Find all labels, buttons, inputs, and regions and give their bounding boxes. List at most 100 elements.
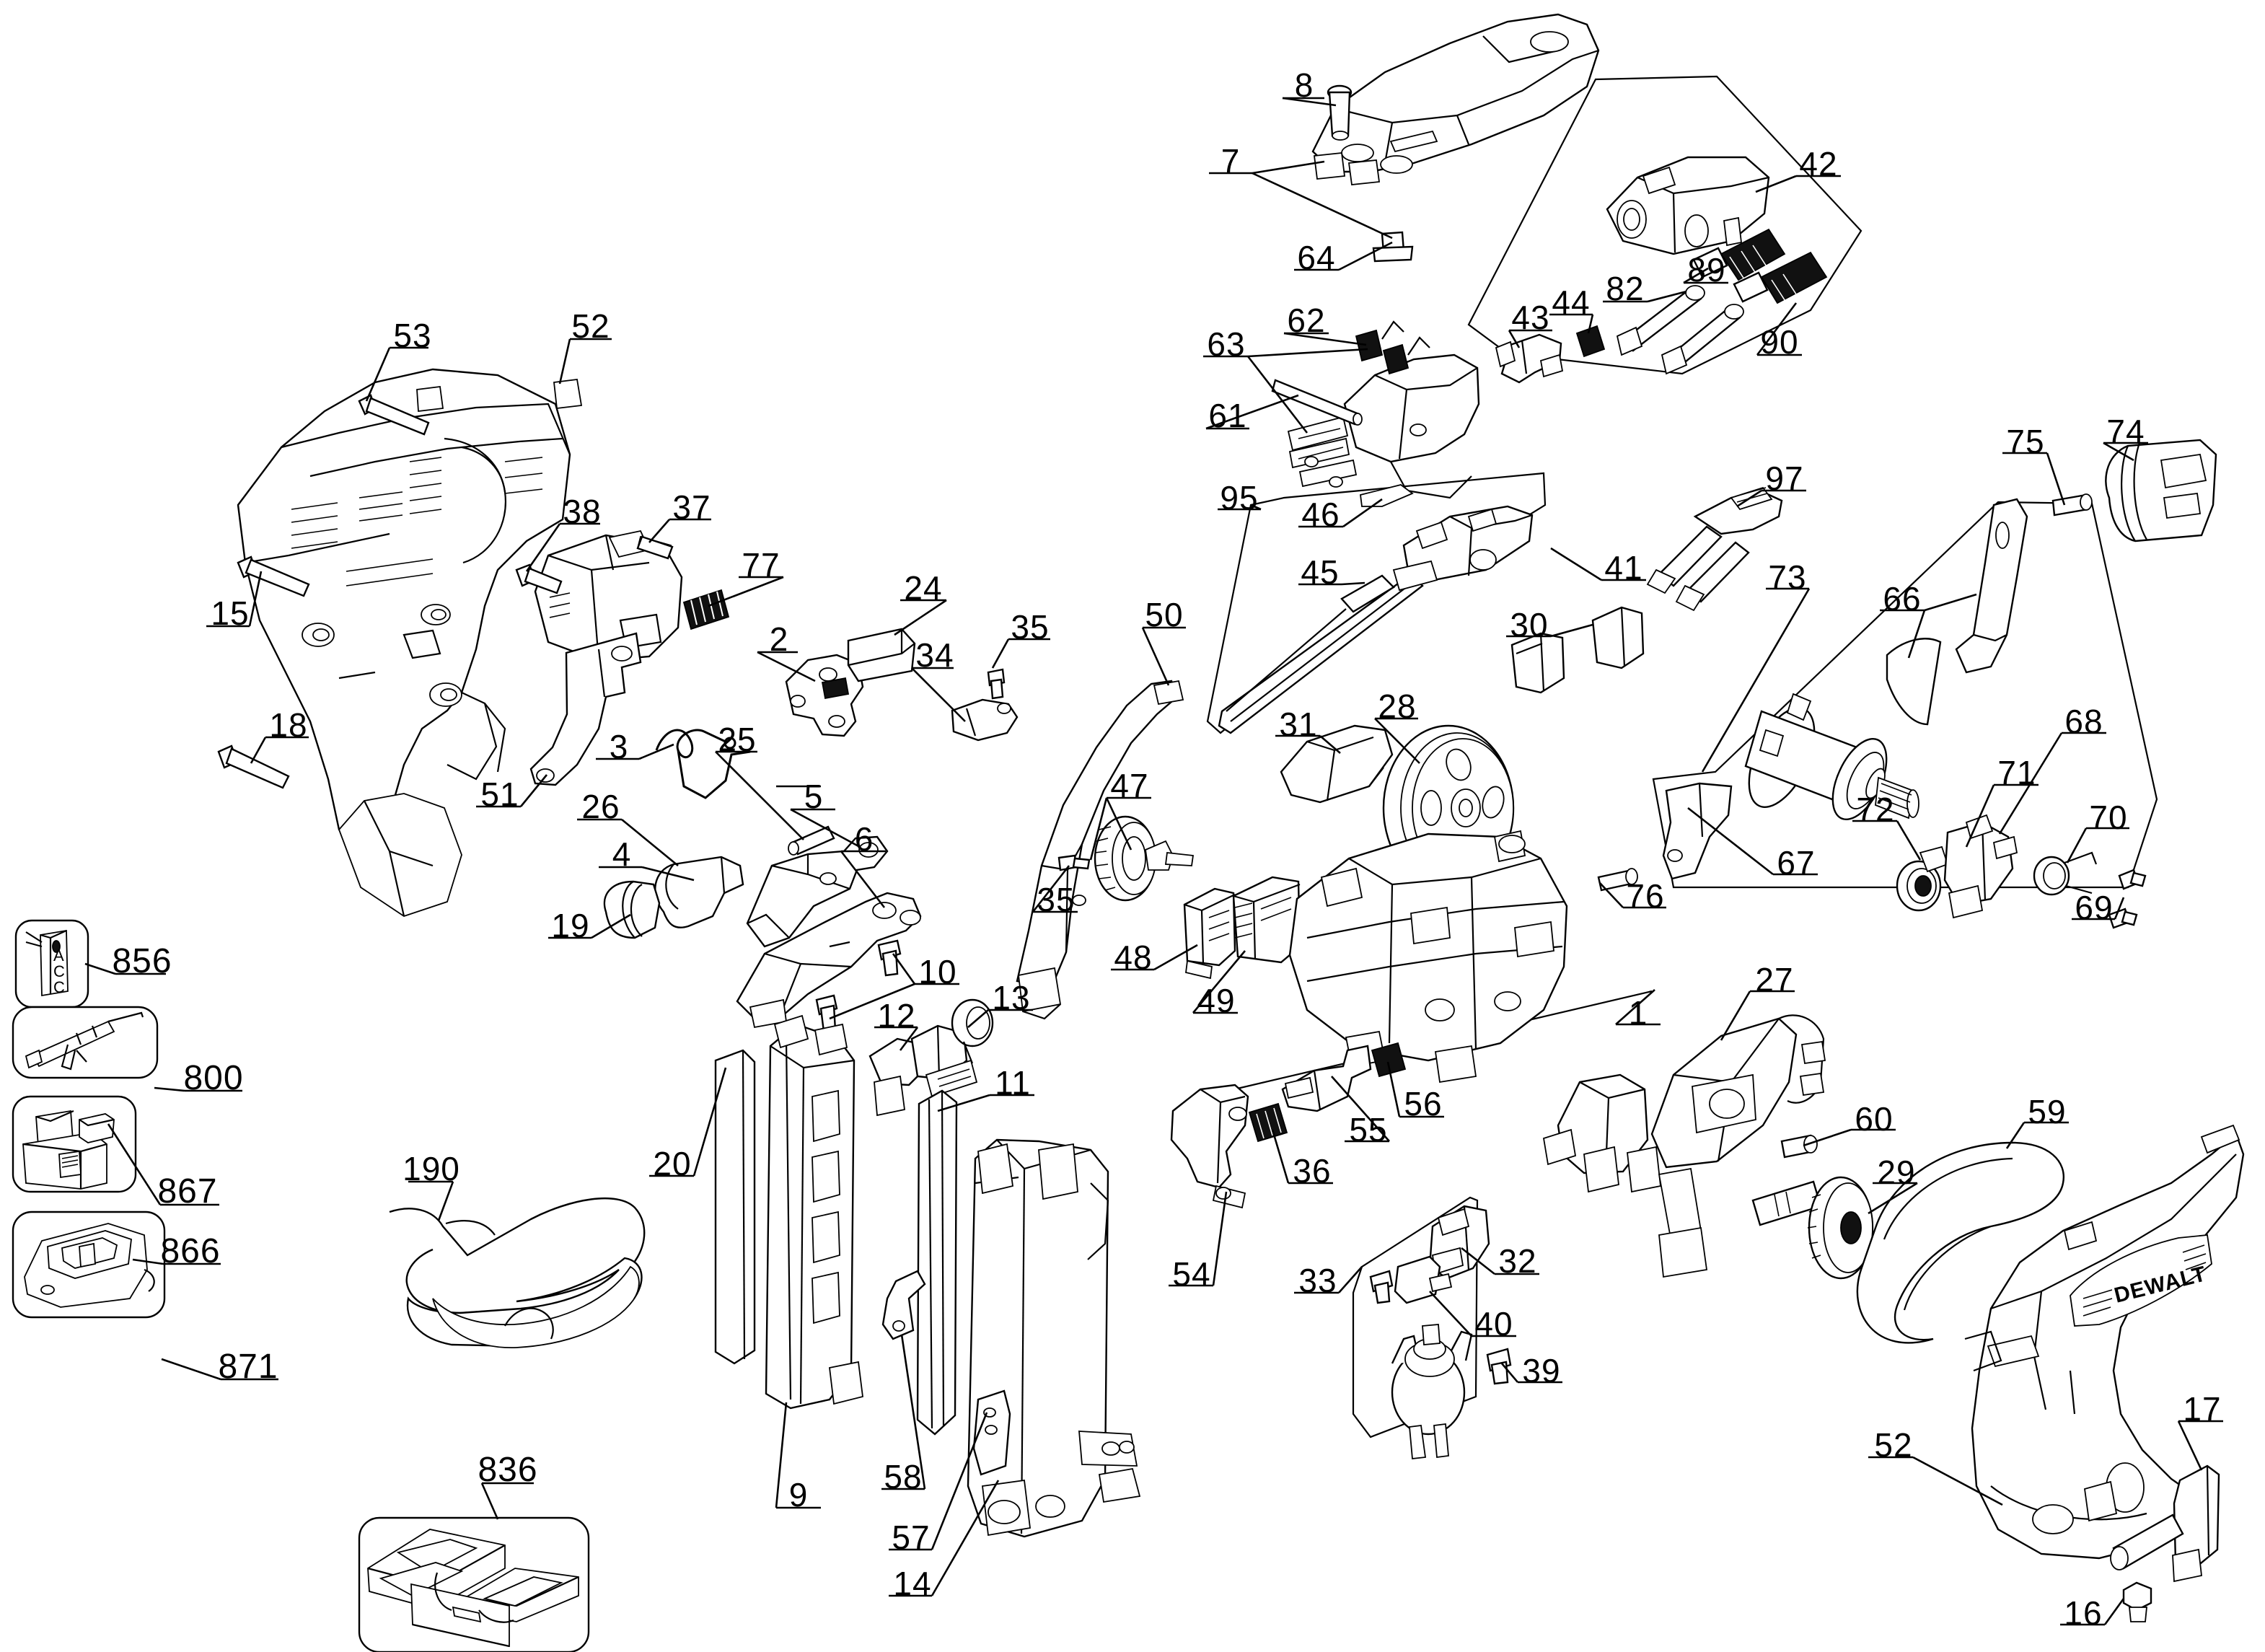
part-7-top-cover — [1311, 13, 1600, 185]
callout-7[interactable]: 7 — [1221, 142, 1241, 180]
callout-52[interactable]: 52 — [571, 307, 610, 345]
callout-74[interactable]: 74 — [2106, 413, 2145, 450]
callout-9[interactable]: 9 — [788, 1476, 809, 1513]
callout-11[interactable]: 11 — [995, 1064, 1031, 1102]
callout-17[interactable]: 17 — [2183, 1390, 2222, 1428]
callout-57[interactable]: 57 — [892, 1519, 931, 1556]
callout-54[interactable]: 54 — [1172, 1255, 1211, 1293]
callout-90[interactable]: 90 — [1760, 323, 1799, 361]
callout-26[interactable]: 26 — [581, 788, 620, 825]
callout-95[interactable]: 95 — [1220, 479, 1259, 517]
callout-28[interactable]: 28 — [1378, 687, 1417, 725]
callout-836[interactable]: 836 — [478, 1451, 538, 1489]
callout-10[interactable]: 10 — [918, 953, 957, 990]
callout-58[interactable]: 58 — [884, 1458, 923, 1495]
callout-46[interactable]: 46 — [1301, 496, 1340, 533]
callout-14[interactable]: 14 — [893, 1565, 932, 1602]
group-95-polygon — [1206, 472, 1547, 734]
callout-190[interactable]: 190 — [403, 1150, 460, 1187]
callout-18[interactable]: 18 — [269, 706, 308, 744]
part-6-base — [736, 892, 922, 1029]
callout-1[interactable]: 1 — [1628, 994, 1648, 1032]
callout-15[interactable]: 15 — [211, 594, 250, 632]
callout-71[interactable]: 71 — [1997, 754, 2036, 791]
callout-41[interactable]: 41 — [1604, 549, 1643, 586]
callout-62[interactable]: 62 — [1287, 302, 1326, 339]
accessory-box-871 — [12, 1211, 166, 1319]
callout-871[interactable]: 871 — [218, 1348, 278, 1386]
callout-16[interactable]: 16 — [2064, 1594, 2103, 1632]
callout-42[interactable]: 42 — [1799, 145, 1838, 183]
callout-45[interactable]: 45 — [1301, 553, 1340, 591]
callout-52-handle[interactable]: 52 — [1874, 1426, 1913, 1464]
callout-867[interactable]: 867 — [157, 1172, 218, 1211]
part-57-plate — [972, 1389, 1011, 1476]
callout-73[interactable]: 73 — [1768, 558, 1807, 596]
callout-6[interactable]: 6 — [854, 820, 874, 858]
callout-75[interactable]: 75 — [2006, 423, 2045, 460]
callout-30[interactable]: 30 — [1510, 606, 1549, 643]
callout-8[interactable]: 8 — [1294, 66, 1314, 104]
callout-55[interactable]: 55 — [1349, 1111, 1388, 1148]
part-38-screw — [515, 563, 563, 594]
part-1-chassis — [1221, 830, 1653, 1094]
callout-866[interactable]: 866 — [160, 1232, 221, 1270]
part-66-plate — [1886, 638, 1942, 726]
callout-47[interactable]: 47 — [1110, 767, 1149, 804]
callout-34[interactable]: 34 — [915, 636, 954, 674]
callout-61[interactable]: 61 — [1208, 397, 1247, 434]
callout-29[interactable]: 29 — [1877, 1154, 1916, 1191]
callout-25[interactable]: 25 — [718, 721, 757, 758]
callout-72[interactable]: 72 — [1856, 791, 1895, 828]
callout-24[interactable]: 24 — [904, 569, 943, 607]
callout-64[interactable]: 64 — [1297, 239, 1336, 276]
callout-36[interactable]: 36 — [1293, 1152, 1332, 1190]
callout-63[interactable]: 63 — [1207, 325, 1246, 363]
callout-2[interactable]: 2 — [769, 620, 789, 658]
callout-56[interactable]: 56 — [1404, 1085, 1443, 1122]
callout-40[interactable]: 40 — [1474, 1305, 1513, 1343]
callout-82[interactable]: 82 — [1606, 270, 1645, 307]
callout-68[interactable]: 68 — [2064, 703, 2103, 740]
callout-38[interactable]: 38 — [563, 493, 602, 530]
callout-48[interactable]: 48 — [1114, 939, 1153, 976]
callout-33[interactable]: 33 — [1298, 1262, 1337, 1299]
acc-text-a: A — [53, 946, 64, 965]
callout-20[interactable]: 20 — [653, 1145, 692, 1182]
callout-13[interactable]: 13 — [992, 979, 1031, 1016]
callout-69[interactable]: 69 — [2075, 889, 2114, 926]
callout-32[interactable]: 32 — [1498, 1242, 1537, 1280]
callout-5[interactable]: 5 — [804, 778, 824, 815]
callout-77[interactable]: 77 — [742, 546, 780, 584]
callout-44[interactable]: 44 — [1552, 284, 1591, 321]
callout-4[interactable]: 4 — [612, 835, 632, 873]
callout-35-lower[interactable]: 35 — [1037, 881, 1076, 918]
callout-49[interactable]: 49 — [1197, 982, 1236, 1019]
callout-97[interactable]: 97 — [1765, 460, 1804, 497]
callout-76[interactable]: 76 — [1626, 877, 1665, 915]
callout-51[interactable]: 51 — [480, 776, 519, 813]
part-59-belt — [1856, 1141, 2065, 1344]
callout-39[interactable]: 39 — [1522, 1352, 1561, 1389]
callout-59[interactable]: 59 — [2028, 1093, 2067, 1130]
callout-27[interactable]: 27 — [1755, 961, 1794, 998]
callout-67[interactable]: 67 — [1777, 844, 1816, 882]
callout-60[interactable]: 60 — [1855, 1100, 1894, 1138]
callout-800[interactable]: 800 — [183, 1059, 244, 1097]
callout-3[interactable]: 3 — [609, 728, 629, 765]
callout-37[interactable]: 37 — [672, 488, 711, 526]
callout-70[interactable]: 70 — [2089, 799, 2128, 836]
callout-53[interactable]: 53 — [393, 317, 432, 354]
callout-856[interactable]: 856 — [112, 942, 172, 980]
callout-89[interactable]: 89 — [1687, 251, 1726, 289]
callout-19[interactable]: 19 — [551, 907, 590, 944]
callout-35-upper[interactable]: 35 — [1011, 608, 1050, 646]
callout-50[interactable]: 50 — [1145, 596, 1184, 633]
callout-66[interactable]: 66 — [1883, 580, 1922, 618]
callout-31[interactable]: 31 — [1279, 706, 1318, 743]
part-70-spring — [2033, 851, 2098, 896]
callout-12[interactable]: 12 — [877, 997, 916, 1034]
part-left-housing — [237, 368, 583, 917]
callout-43[interactable]: 43 — [1511, 299, 1550, 336]
